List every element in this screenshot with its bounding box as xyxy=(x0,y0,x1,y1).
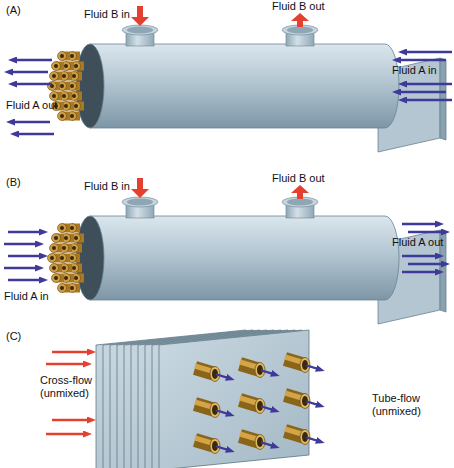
shell-and-tube-exchanger xyxy=(48,6,447,152)
flow-arrow xyxy=(400,91,446,94)
fin-plates xyxy=(96,330,309,468)
tube xyxy=(285,429,317,445)
flow-arrow xyxy=(14,121,50,124)
label-text: Fluid B out xyxy=(272,0,325,13)
label-text: Fluid A out xyxy=(392,236,443,249)
flow-arrow xyxy=(16,83,52,86)
tube xyxy=(195,438,227,454)
flow-arrow xyxy=(4,243,36,246)
fluid-a-outflow-arrows xyxy=(12,60,54,134)
label-text: Fluid A out xyxy=(6,99,57,112)
flow-arrow xyxy=(52,351,88,354)
flow-arrow xyxy=(402,271,436,274)
flow-arrow xyxy=(400,59,446,62)
flow-arrow xyxy=(12,71,48,74)
flow-arrow xyxy=(406,99,452,102)
label-text: Fluid B in xyxy=(84,180,130,193)
tube xyxy=(195,402,227,418)
tube xyxy=(285,393,317,409)
flow-arrow xyxy=(8,279,40,282)
tube xyxy=(285,357,317,373)
label-text: Cross-flow (unmixed) xyxy=(40,374,102,400)
flow-arrow xyxy=(16,59,52,62)
label-text: Fluid B in xyxy=(84,8,130,21)
shell-and-tube-exchanger xyxy=(4,178,446,324)
fluid-a-inflow-arrows xyxy=(4,232,40,280)
flow-arrow xyxy=(46,433,84,436)
tube xyxy=(240,434,272,450)
flow-arrow xyxy=(406,51,452,54)
label-text: (A) xyxy=(6,4,21,17)
flow-arrow xyxy=(408,231,442,234)
flow-arrow xyxy=(8,231,40,234)
tube xyxy=(240,362,272,378)
label-text: Tube-flow (unmixed) xyxy=(372,392,432,418)
label-text: Fluid A in xyxy=(4,290,49,303)
flow-arrow xyxy=(402,223,436,226)
flow-arrow xyxy=(4,267,36,270)
flow-arrow xyxy=(408,263,442,266)
flow-arrow xyxy=(46,363,84,366)
flow-arrow xyxy=(406,83,452,86)
flow-arrow xyxy=(8,255,40,258)
label-text: Fluid A in xyxy=(392,64,437,77)
exchanger-shell xyxy=(48,6,447,152)
label-text: Fluid B out xyxy=(272,172,325,185)
tube xyxy=(195,366,227,382)
tubes xyxy=(195,357,317,454)
flow-arrow xyxy=(52,419,88,422)
flow-arrow xyxy=(402,255,436,258)
label-text: (B) xyxy=(6,176,21,189)
tube xyxy=(240,398,272,414)
flow-arrow xyxy=(18,133,54,136)
exchanger-shell xyxy=(48,178,447,324)
label-text: (C) xyxy=(6,330,21,343)
